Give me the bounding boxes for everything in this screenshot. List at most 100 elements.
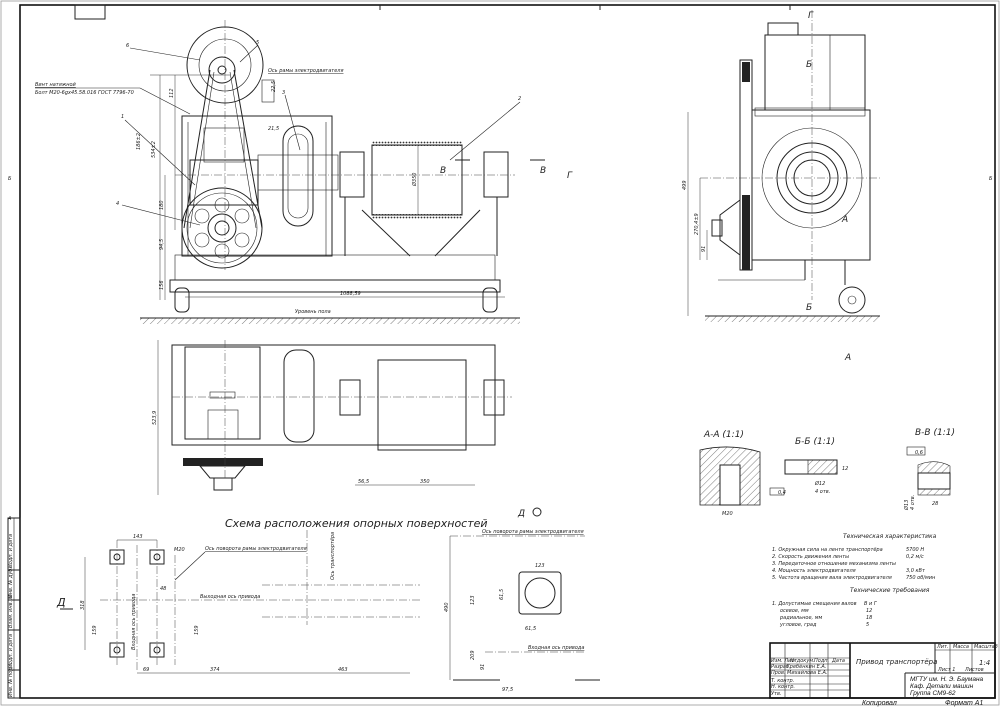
drawing-label: Ось рамы электродвигателя (268, 68, 344, 74)
drawing-label: В и Г (864, 601, 878, 607)
drawing-label: А (841, 215, 848, 225)
drawing-label: Т. контр. (771, 678, 794, 684)
drawing-label: Б (806, 303, 812, 313)
plan-view: 523,9 56,5 350 (152, 340, 512, 495)
side-caster (838, 286, 866, 314)
side-stamp: Инв. № подл. Подп. и дата Взам. инв. № И… (7, 517, 21, 699)
drawing-label: 156 (159, 280, 165, 290)
drawing-label: Гребёнкин Е.А. (787, 664, 826, 670)
drawing-label: 123 (470, 595, 476, 605)
drawing-label: 94,5 (159, 239, 165, 250)
drawing-label: 159 (92, 625, 98, 635)
drawing-label: угловое, град (779, 622, 817, 628)
drawing-label: М20 (174, 547, 185, 553)
drawing-label: Входная ось привода (528, 645, 584, 651)
copied-label: Копировал (862, 700, 897, 707)
drawing-label: Техническая характеристика (843, 533, 937, 540)
section-v-v: В-В (1:1) 0,6 Ø13 4 отв. 28 (903, 428, 955, 511)
drawing-label: 209 (470, 650, 476, 660)
drawing-label: 490 (444, 602, 450, 612)
drawing-label: 12 (842, 466, 848, 472)
drawing-label: 374 (210, 667, 220, 673)
drawing-label: Технические требования (850, 587, 930, 594)
drawing-title: Привод транспортёра (856, 658, 937, 666)
drawing-label: Пров. (771, 670, 786, 676)
front-view: Уровень пола Ø350 6 (35, 20, 573, 324)
drawing-label: 112 (169, 88, 175, 98)
view-d: Д Ось поворота рамы электродвигателя 490… (444, 507, 600, 693)
drawing-label: М20 (722, 511, 733, 517)
drawing-label: Подп. и дата (8, 634, 14, 668)
drawing-label: Б-Б (1:1) (795, 437, 835, 447)
drawing-label: радиальное, мм (779, 615, 823, 621)
drawing-label: 5. Частота вращения вала электродвигател… (772, 575, 892, 581)
drawing-label: 186±2 (136, 133, 142, 150)
drawing-label: 534±2 (151, 141, 157, 158)
drawing-label: Д (517, 509, 525, 519)
rotation-icon (532, 507, 542, 517)
drawing-label: В-В (1:1) (915, 428, 955, 438)
drawing-label: 1. Окружная сила на ленте транспортёра (772, 547, 883, 553)
technical-characteristics: Техническая характеристика 1. Окружная с… (772, 533, 937, 581)
drawing-label: Подп. и дата (8, 534, 14, 568)
drawing-label: 1088,59 (340, 291, 361, 297)
drawing-label: Ось поворота рамы электродвигателя (482, 529, 584, 535)
drawing-label: Лист 1 (937, 667, 955, 673)
drawing-label: осевое, мм (780, 608, 809, 614)
drawing-label: 4 отв. (815, 489, 830, 495)
drawing-scale: 1:4 (979, 659, 990, 667)
drawing-label: А (844, 353, 851, 363)
section-a-a: А-А (1:1) М20 (699, 430, 761, 517)
format-label: Формат А1 (945, 700, 983, 707)
drawing-label: 0,2 м/с (906, 554, 924, 560)
gearbox-housing (751, 109, 871, 261)
drawing-label: В (440, 166, 446, 176)
zone-mark-right: Б (989, 176, 993, 182)
drawing-label: Д (56, 596, 66, 609)
plan-motor (184, 346, 261, 440)
title-block: Изм. Лист № докум. Подп. Дата Разраб.Гре… (769, 642, 998, 707)
drawing-label: Ø350 (411, 173, 418, 187)
drawing-label: 123 (535, 563, 545, 569)
drawing-label: Инв. № подл. (8, 663, 14, 698)
drawing-label: 56,5 (358, 479, 369, 485)
drawing-label: 159 (194, 625, 200, 635)
drawing-label: 91 (701, 246, 707, 252)
drawing-label: 143 (133, 534, 143, 540)
drawing-label: 2. Скорость движения ленты (772, 554, 849, 560)
driven-pulley (181, 187, 263, 269)
drawing-label: 22,5 (271, 81, 277, 92)
drawing-label: Уровень пола (295, 309, 331, 315)
drawing-label: 3 (282, 90, 285, 96)
support-scheme: Схема расположения опорных поверхностей … (56, 517, 488, 674)
drawing-label: В (540, 166, 546, 176)
drawing-label: Ось поворота рамы электродвигателя (205, 546, 307, 552)
drawing-label: 28 (932, 501, 938, 507)
drawing-label: Листов (964, 667, 984, 673)
support-scheme-title: Схема расположения опорных поверхностей (225, 517, 488, 530)
coupling (282, 125, 314, 227)
plan-drum (377, 359, 467, 451)
drawing-label: 2 (518, 96, 521, 102)
drawing-label: Разраб. (771, 664, 791, 670)
drawing-label: 6 (126, 43, 129, 49)
org-name: МГТУ им. Н. Э. Баумана (910, 676, 984, 683)
drawing-label: 0,4 (778, 490, 786, 496)
drawing-label: Утв. (771, 691, 782, 697)
technical-requirements: Технические требования 1. Допустимые сме… (772, 587, 930, 628)
drawing-label: Ø12 (814, 480, 825, 487)
drawing-label: 1. Допустимые смещения валов (772, 601, 857, 607)
drawing-label: Входная ось привода (131, 594, 137, 650)
drawing-label: 61,5 (525, 626, 536, 632)
drawing-label: 61,5 (499, 589, 505, 600)
drawing-label: 750 об/мин (906, 575, 936, 581)
drawing-label: 270,4±9 (694, 213, 700, 235)
zone-mark-left: Б (8, 176, 12, 182)
drawing-label: № докум. (789, 658, 815, 664)
drawing-label: 69 (143, 667, 149, 673)
drawing-label: 0,6 (915, 450, 923, 456)
drawing-label: Н. контр. (771, 684, 795, 690)
section-b-b: Б-Б (1:1) 12 Ø12 4 отв. 0,4 (769, 437, 848, 496)
